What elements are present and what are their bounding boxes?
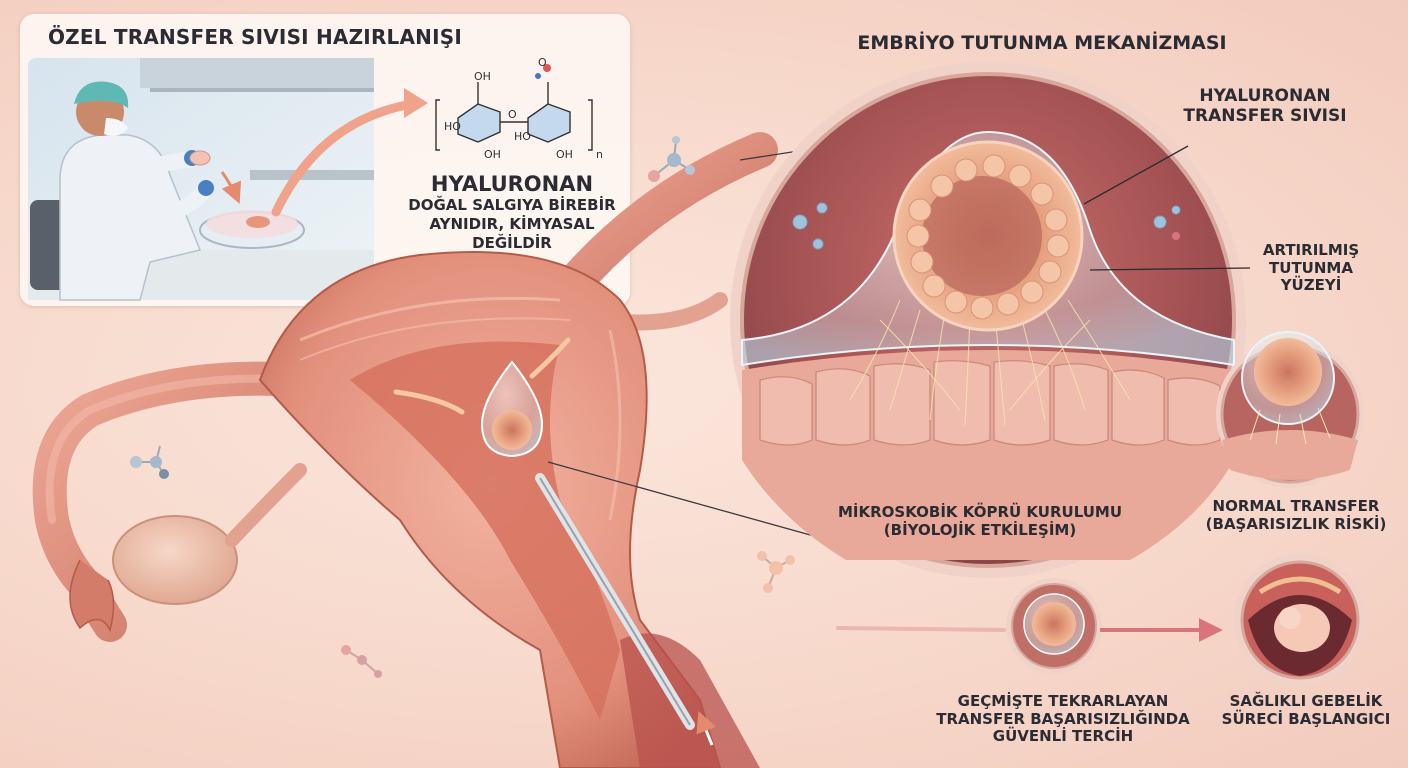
healthy-label-line2: SÜRECİ BAŞLANGICI: [1221, 709, 1391, 728]
adhesion-surface-label: ARTIRILMIŞ TUTUNMA YÜZEYİ: [1236, 241, 1386, 295]
progression-arrow: [836, 618, 1223, 642]
healthy-pregnancy-label: SAĞLIKLI GEBELİK SÜRECİ BAŞLANGICI: [1206, 692, 1406, 728]
previous-failure-circle: [1006, 578, 1102, 674]
history-label-line3: GÜVENLİ TERCİH: [992, 727, 1134, 746]
natural-secretion-note: DOĞAL SALGIYA BİREBİR AYNIDIR, KİMYASAL …: [392, 196, 632, 252]
formula-oh-top: OH: [474, 70, 491, 83]
formula-o-bridge: O: [508, 108, 517, 121]
normal-transfer-circle: [1216, 331, 1364, 488]
formula-oh-bottom-left: OH: [484, 148, 501, 161]
normal-transfer-label: NORMAL TRANSFER (BAŞARISIZLIK RİSKİ): [1196, 497, 1396, 533]
lab-scene: [28, 58, 428, 301]
fluid-label-line1: HYALURONAN: [1199, 86, 1331, 106]
formula-labels: OH HO OH O O HO OH n: [444, 56, 603, 161]
natural-note-line1: DOĞAL SALGIYA BİREBİR: [408, 196, 616, 214]
surface-label-line3: YÜZEYİ: [1280, 276, 1342, 295]
formula-oh-bottom-right: OH: [556, 148, 573, 161]
natural-note-line2: AYNIDIR, KİMYASAL DEĞİLDİR: [429, 214, 595, 252]
formula-o-top: O: [538, 56, 547, 69]
surface-label-line1: ARTIRILMIŞ: [1262, 241, 1360, 259]
microscopic-bridge-label: MİKROSKOBİK KÖPRÜ KURULUMU (BİYOLOJİK ET…: [820, 503, 1140, 539]
formula-ho-left: HO: [444, 120, 461, 133]
surface-label-line2: TUTUNMA: [1269, 258, 1353, 277]
fluid-label-line2: TRANSFER SIVISI: [1183, 106, 1347, 127]
repeated-failure-label: GEÇMİŞTE TEKRARLAYAN TRANSFER BAŞARISIZL…: [908, 692, 1218, 746]
hyaluronan-label: HYALURONAN: [430, 172, 594, 196]
normal-label-line1: NORMAL TRANSFER: [1212, 497, 1380, 515]
formula-ho-right: HO: [514, 130, 531, 143]
hyaluronan-formula: [435, 64, 593, 151]
history-label-line1: GEÇMİŞTE TEKRARLAYAN: [957, 692, 1169, 710]
magnified-implantation-view: [730, 62, 1251, 578]
mechanism-title: EMBRİYO TUTUNMA MEKANİZMASI: [857, 32, 1227, 54]
history-label-line2: TRANSFER BAŞARISIZLIĞINDA: [936, 709, 1190, 728]
normal-label-line2: (BAŞARISIZLIK RİSKİ): [1205, 514, 1387, 533]
preparation-title: ÖZEL TRANSFER SIVISI HAZIRLANIŞI: [47, 25, 462, 49]
bridge-label-line1: MİKROSKOBİK KÖPRÜ KURULUMU: [837, 503, 1123, 521]
healthy-pregnancy-circle: [1234, 554, 1366, 686]
healthy-label-line1: SAĞLIKLI GEBELİK: [1229, 692, 1383, 710]
bridge-label-line2: (BİYOLOJİK ETKİLEŞİM): [883, 520, 1077, 539]
transfer-fluid-label: HYALURONAN TRANSFER SIVISI: [1160, 86, 1370, 126]
decorative-molecules: [130, 136, 795, 678]
formula-n: n: [596, 148, 603, 161]
uterus-illustration: [32, 132, 901, 768]
